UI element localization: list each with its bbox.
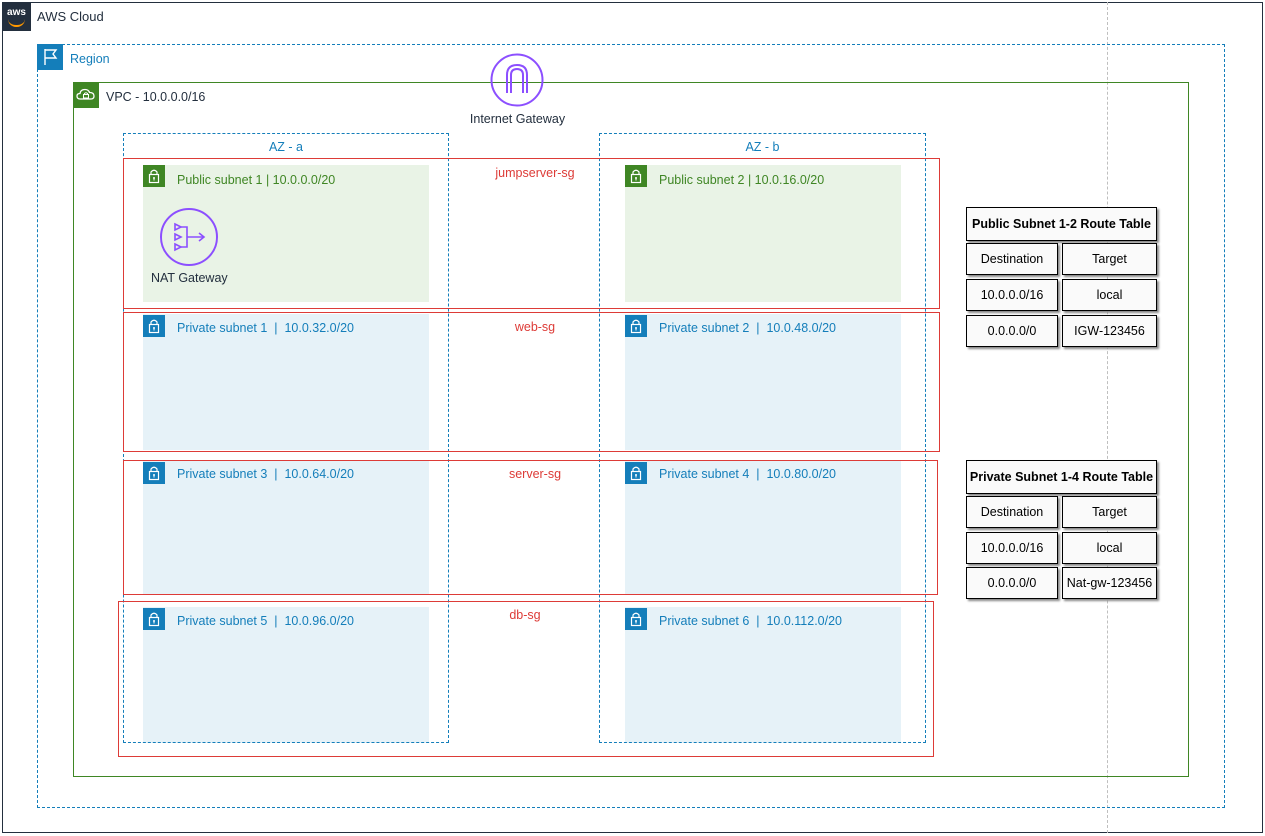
flag-icon xyxy=(37,44,63,70)
private-route-table-title: Private Subnet 1-4 Route Table xyxy=(966,460,1157,494)
private-route-table-cell: 0.0.0.0/0 xyxy=(966,567,1058,599)
gateway-arch-icon xyxy=(490,53,544,107)
private-subnet-3-label: Private subnet 3 | 10.0.64.0/20 xyxy=(177,467,354,481)
private-subnet-6 xyxy=(625,607,901,743)
public-route-table-header-destination: Destination xyxy=(966,243,1058,275)
private-subnet-5 xyxy=(143,607,429,743)
private-subnet-6-label: Private subnet 6 | 10.0.112.0/20 xyxy=(659,614,843,628)
web-sg-label: web-sg xyxy=(514,320,556,334)
region-group xyxy=(37,44,1225,808)
az-a-label: AZ - a xyxy=(268,140,304,154)
private-subnet-2-label: Private subnet 2 | 10.0.48.0/20 xyxy=(659,321,836,335)
cloud-lock-icon xyxy=(73,82,99,108)
aws-cloud-label: AWS Cloud xyxy=(37,9,104,24)
aws-logo-icon: aws xyxy=(2,2,31,31)
lock-icon xyxy=(143,462,165,484)
db-sg-label: db-sg xyxy=(509,608,541,622)
az-b-label: AZ - b xyxy=(745,140,780,154)
private-route-table-cell: 10.0.0.0/16 xyxy=(966,532,1058,564)
private-subnet-3 xyxy=(143,460,429,595)
private-route-table-header-destination: Destination xyxy=(966,496,1058,528)
security-group-db xyxy=(118,601,934,757)
private-subnet-1-label: Private subnet 1 | 10.0.32.0/20 xyxy=(177,321,354,335)
private-route-table-header-target: Target xyxy=(1062,496,1157,528)
lock-icon xyxy=(143,315,165,337)
public-route-table-cell: IGW-123456 xyxy=(1062,315,1157,347)
lock-icon xyxy=(143,165,165,187)
jumpserver-sg-label: jumpserver-sg xyxy=(495,166,575,180)
availability-zone-b xyxy=(599,133,926,743)
security-group-server xyxy=(123,460,938,595)
private-subnet-1 xyxy=(143,314,429,450)
public-subnet-2-label: Public subnet 2 | 10.0.16.0/20 xyxy=(659,173,825,187)
lock-icon xyxy=(143,608,165,630)
security-group-jumpserver xyxy=(123,158,940,309)
server-sg-label: server-sg xyxy=(508,467,562,481)
lock-icon xyxy=(625,608,647,630)
internet-gateway-label: Internet Gateway xyxy=(469,112,566,126)
nat-gateway-icon xyxy=(159,207,219,267)
vpc-label: VPC - 10.0.0.0/16 xyxy=(106,90,206,104)
page-divider-line xyxy=(1107,2,1108,833)
nat-gateway-label: NAT Gateway xyxy=(151,271,228,285)
private-subnet-4 xyxy=(625,460,901,595)
lock-icon xyxy=(625,462,647,484)
private-subnet-5-label: Private subnet 5 | 10.0.96.0/20 xyxy=(177,614,354,628)
public-route-table-title: Public Subnet 1-2 Route Table xyxy=(966,207,1157,241)
private-subnet-4-label: Private subnet 4 | 10.0.80.0/20 xyxy=(659,467,836,481)
private-route-table-cell: local xyxy=(1062,532,1157,564)
public-route-table-cell: 0.0.0.0/0 xyxy=(966,315,1058,347)
region-label: Region xyxy=(70,52,110,66)
public-subnet-1-label: Public subnet 1 | 10.0.0.0/20 xyxy=(177,173,336,187)
lock-icon xyxy=(625,165,647,187)
public-route-table-cell: local xyxy=(1062,279,1157,311)
vpc-group xyxy=(73,82,1189,777)
public-subnet-2 xyxy=(625,165,901,302)
public-route-table-header-target: Target xyxy=(1062,243,1157,275)
private-route-table-cell: Nat-gw-123456 xyxy=(1062,567,1157,599)
lock-icon xyxy=(625,315,647,337)
private-subnet-2 xyxy=(625,314,901,450)
security-group-web xyxy=(123,312,940,452)
public-route-table-cell: 10.0.0.0/16 xyxy=(966,279,1058,311)
public-subnet-1 xyxy=(143,165,429,302)
